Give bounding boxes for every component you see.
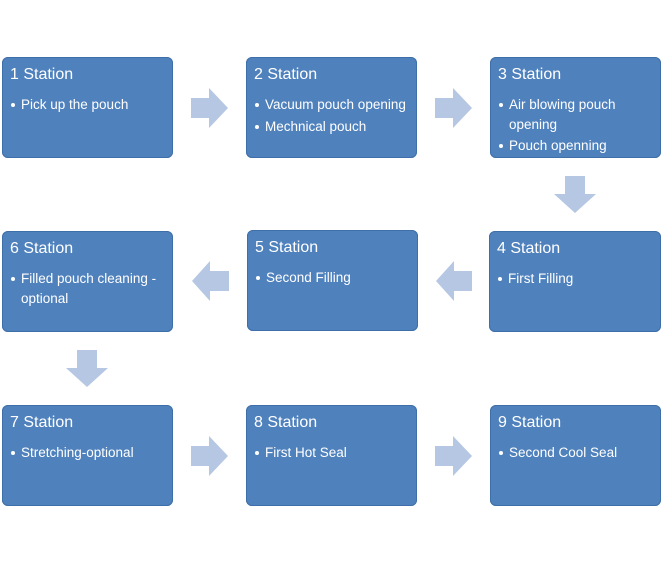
station-item: First Filling xyxy=(497,269,657,289)
station-item: Pouch openning xyxy=(498,136,657,156)
arrow-down-icon xyxy=(554,176,596,213)
station-item: Air blowing pouch opening xyxy=(498,95,657,134)
station-title: 1 Station xyxy=(10,66,74,83)
station-item-list: First Hot Seal xyxy=(254,443,413,465)
station-title: 8 Station xyxy=(254,414,318,431)
station-title: 7 Station xyxy=(10,414,74,431)
station-item-list: Second Cool Seal xyxy=(498,443,657,465)
station-title: 5 Station xyxy=(255,239,319,256)
station-box-9: 9 Station Second Cool Seal xyxy=(490,405,661,506)
station-box-4: 4 Station First Filling xyxy=(489,231,661,332)
station-item: Pick up the pouch xyxy=(10,95,169,115)
station-box-8: 8 Station First Hot Seal xyxy=(246,405,417,506)
station-box-7: 7 Station Stretching-optional xyxy=(2,405,173,506)
station-item-list: Stretching-optional xyxy=(10,443,169,465)
station-box-5: 5 Station Second Filling xyxy=(247,230,418,331)
station-box-6: 6 Station Filled pouch cleaning - option… xyxy=(2,231,173,332)
station-box-1: 1 Station Pick up the pouch xyxy=(2,57,173,158)
station-item-list: Air blowing pouch opening Pouch openning xyxy=(498,95,657,158)
station-title: 4 Station xyxy=(497,240,561,257)
station-item: Second Cool Seal xyxy=(498,443,657,463)
station-title: 2 Station xyxy=(254,66,318,83)
station-item: Mechnical pouch xyxy=(254,117,413,137)
station-item-list: Pick up the pouch xyxy=(10,95,169,117)
arrow-right-icon xyxy=(191,436,228,476)
arrow-right-icon xyxy=(191,88,228,128)
arrow-left-icon xyxy=(436,261,472,301)
station-title: 6 Station xyxy=(10,240,74,257)
station-item-list: First Filling xyxy=(497,269,657,291)
station-item: Filled pouch cleaning - optional xyxy=(10,269,169,308)
station-item: Stretching-optional xyxy=(10,443,169,463)
arrow-left-icon xyxy=(192,261,229,301)
station-box-2: 2 Station Vacuum pouch opening Mechnical… xyxy=(246,57,417,158)
station-box-3: 3 Station Air blowing pouch opening Pouc… xyxy=(490,57,661,158)
station-title: 3 Station xyxy=(498,66,562,83)
arrow-right-icon xyxy=(435,436,472,476)
station-item: First Hot Seal xyxy=(254,443,413,463)
station-item: Second Filling xyxy=(255,268,414,288)
station-item: Vacuum pouch opening xyxy=(254,95,413,115)
arrow-right-icon xyxy=(435,88,472,128)
station-item-list: Filled pouch cleaning - optional xyxy=(10,269,169,310)
station-item-list: Second Filling xyxy=(255,268,414,290)
station-title: 9 Station xyxy=(498,414,562,431)
station-item-list: Vacuum pouch opening Mechnical pouch xyxy=(254,95,413,138)
arrow-down-icon xyxy=(66,350,108,387)
